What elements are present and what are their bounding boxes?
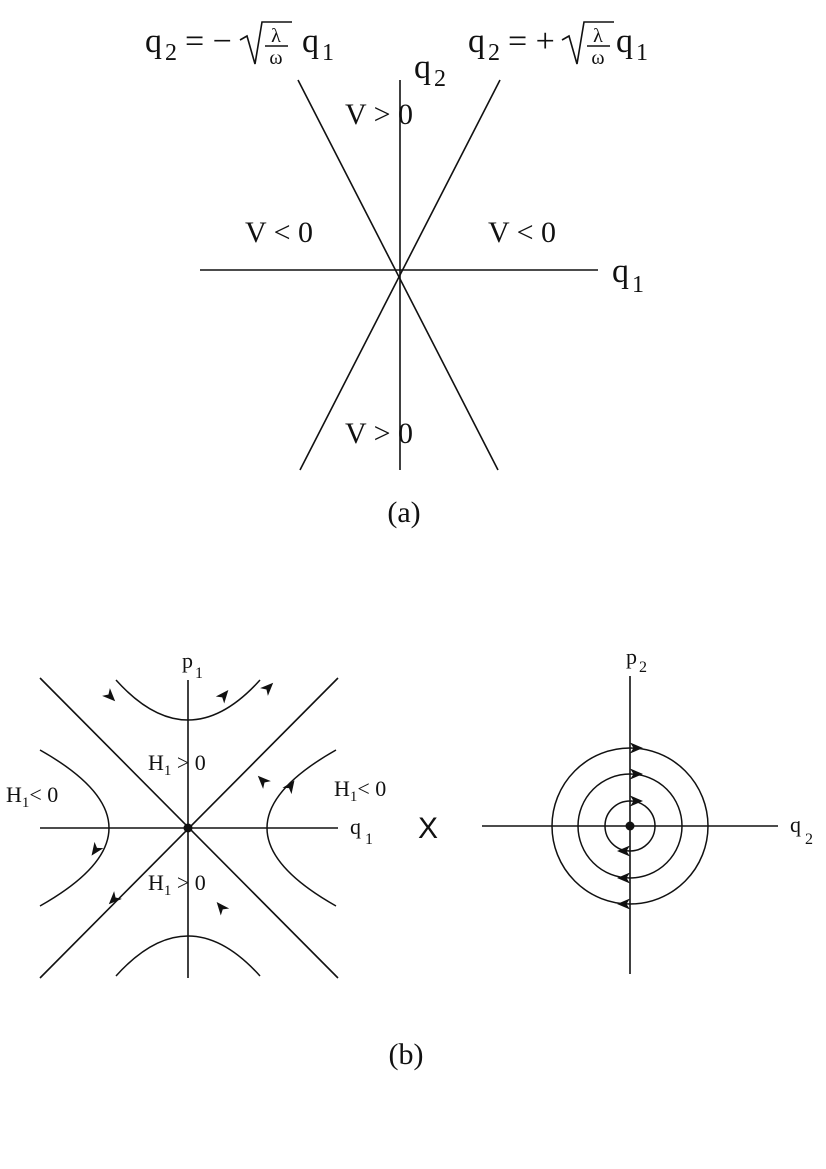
arrow-orbit-middle-bottom (617, 872, 630, 884)
omega-left: ω (269, 47, 282, 69)
svg-text:q1: q1 (616, 23, 648, 66)
arrow-stable-in-upper (102, 688, 116, 702)
arrow-trajectory-top (215, 690, 229, 704)
svg-text:q2= +: q2= + (468, 23, 555, 66)
lambda-left: λ (271, 25, 281, 47)
arrow-trajectory-right (282, 780, 295, 795)
q2-axis-label-b: q2 (790, 812, 813, 848)
h1-bottom-label: H1 > 0 (148, 870, 206, 899)
orbit-inner (604, 800, 656, 852)
sqrt-sign-left (239, 21, 292, 65)
caption-a: (a) (387, 496, 420, 529)
arrow-orbit-middle-top (630, 768, 643, 780)
trajectory-top (115, 679, 261, 721)
product-symbol: X (418, 812, 438, 845)
separatrix-line-positive (299, 79, 501, 471)
omega-right: ω (591, 47, 604, 69)
arrow-trajectory-bottom (216, 902, 230, 916)
lambda-right: λ (593, 25, 603, 47)
trajectory-left (39, 749, 110, 907)
arrow-orbit-inner-bottom (617, 845, 630, 857)
region-bottom-label: V > 0 (345, 417, 413, 450)
trajectory-right (266, 749, 337, 907)
h1-top-label: H1 > 0 (148, 750, 206, 779)
arrow-orbit-inner-top (630, 795, 643, 807)
region-right-label: V < 0 (488, 216, 556, 249)
region-left-label: V < 0 (245, 216, 313, 249)
panel-b-saddle: p1 q1 H1 > 0 H1 > 0 H1< 0 H1< 0 (6, 648, 386, 979)
orbit-middle (577, 773, 683, 879)
arrow-orbit-outer-top (630, 742, 643, 754)
trajectory-bottom (115, 935, 261, 977)
q1-axis-label-b: q1 (350, 814, 373, 848)
h1-right-label: H1< 0 (334, 776, 386, 805)
center-fixed-point (625, 821, 635, 831)
arrow-orbit-outer-bottom (617, 898, 630, 910)
svg-text:q2= −: q2= − (145, 23, 232, 66)
h1-left-label: H1< 0 (6, 782, 58, 811)
arrow-stable-in-lower (257, 775, 271, 789)
caption-b: (b) (389, 1038, 424, 1071)
svg-text:q1: q1 (302, 23, 334, 66)
saddle-fixed-point (183, 823, 193, 833)
p1-axis-label-b: p1 (182, 648, 203, 682)
arrow-trajectory-left (91, 841, 104, 856)
orbit-outer (551, 747, 709, 905)
separatrix-line-negative (297, 79, 499, 471)
arrow-unstable-out-lower (108, 891, 122, 905)
arrow-unstable-out-upper (260, 682, 274, 696)
sqrt-sign-right (561, 21, 614, 65)
region-top-label: V > 0 (345, 98, 413, 131)
